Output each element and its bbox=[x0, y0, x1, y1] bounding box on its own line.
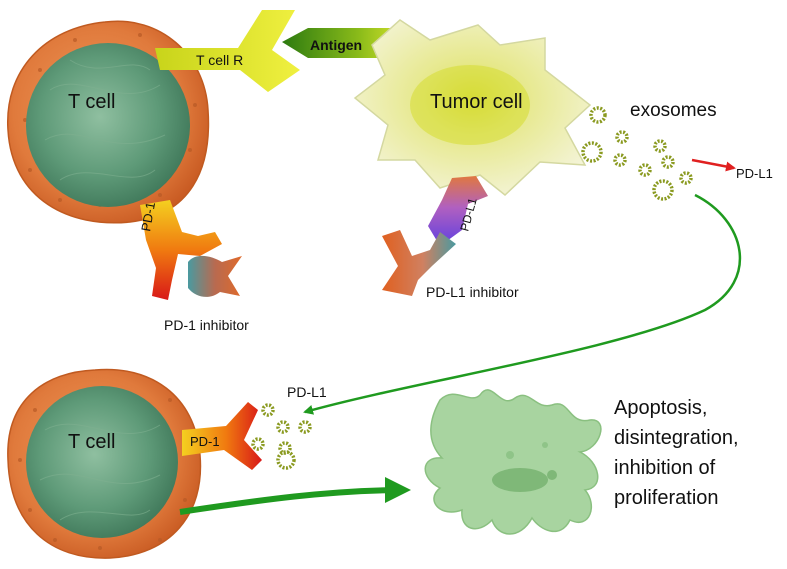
exosome bbox=[589, 106, 607, 124]
red-arrow bbox=[691, 158, 736, 172]
green-curve-arrow bbox=[303, 193, 742, 415]
exosome bbox=[251, 437, 265, 451]
exosomes-bottom bbox=[251, 403, 312, 470]
exosome bbox=[679, 171, 693, 185]
exosome bbox=[261, 403, 275, 417]
exosome bbox=[652, 179, 674, 201]
exosome bbox=[661, 155, 675, 169]
pd-l1-on-tumor bbox=[428, 176, 488, 246]
apoptotic-cell bbox=[424, 389, 602, 535]
pd-1-inhibitor bbox=[188, 255, 242, 297]
pd-1-top bbox=[140, 200, 222, 300]
pd-l1-bottom-label: PD-L1 bbox=[287, 384, 327, 400]
antigen-label: Antigen bbox=[310, 37, 362, 53]
t-cell-top-label: T cell bbox=[68, 91, 115, 113]
pd-l1-inhibitor-label: PD-L1 inhibitor bbox=[426, 284, 519, 300]
exosome bbox=[276, 450, 296, 470]
t-cell-receptor bbox=[155, 10, 300, 92]
pd-l1-right-label: PD-L1 bbox=[736, 166, 773, 181]
exosome bbox=[638, 163, 652, 177]
exosomes-top bbox=[581, 106, 693, 201]
outcome-line-1: Apoptosis, bbox=[614, 397, 707, 419]
exosomes-label: exosomes bbox=[630, 100, 717, 121]
exosome bbox=[276, 420, 290, 434]
pd-l1-inhibitor bbox=[382, 230, 456, 296]
exosome bbox=[653, 139, 667, 153]
thick-green-arrow bbox=[179, 477, 411, 515]
t-cell-bottom-nucleus bbox=[26, 386, 178, 538]
t-cell-receptor-label: T cell R bbox=[196, 52, 243, 68]
t-cell-top bbox=[7, 20, 210, 224]
tumor-cell bbox=[353, 19, 592, 196]
exosome bbox=[613, 153, 627, 167]
t-cell-bottom bbox=[7, 368, 202, 559]
pd-1-bottom bbox=[182, 402, 262, 470]
outcome-line-4: proliferation bbox=[614, 487, 719, 509]
exosome bbox=[615, 130, 629, 144]
pd-1-top-label: PD-1 bbox=[138, 201, 158, 233]
exosome bbox=[581, 141, 603, 163]
pd-1-bottom-label: PD-1 bbox=[190, 434, 220, 449]
outcome-line-3: inhibition of bbox=[614, 457, 716, 479]
exosome bbox=[298, 420, 312, 434]
outcome-line-2: disintegration, bbox=[614, 427, 739, 449]
tumor-cell-label: Tumor cell bbox=[430, 91, 523, 113]
pd-1-inhibitor-label: PD-1 inhibitor bbox=[164, 317, 249, 333]
t-cell-bottom-label: T cell bbox=[68, 431, 115, 453]
